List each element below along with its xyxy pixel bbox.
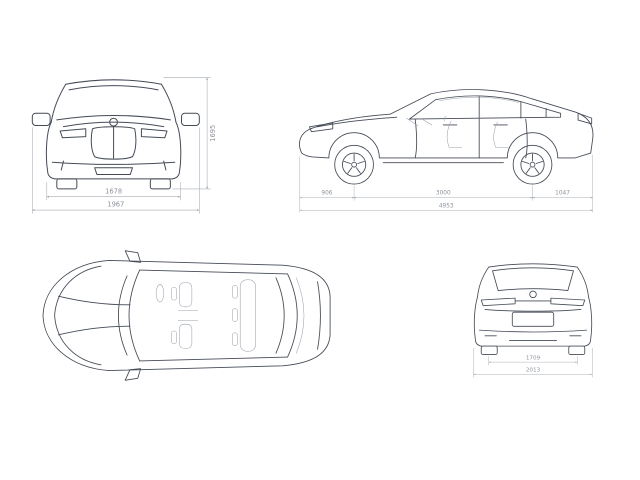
- front-windshield-base: [56, 114, 171, 121]
- front-door-line: [414, 118, 418, 159]
- front-view-drawing: 1678 1967 1695: [31, 77, 217, 214]
- taillight-right: [550, 297, 586, 307]
- front-hood-crease: [62, 121, 165, 128]
- rear-wheel-hub: [529, 161, 536, 168]
- top-body: [42, 259, 331, 372]
- rear-seat: [493, 121, 509, 148]
- roof-edges: [139, 269, 289, 362]
- mirror-right: [180, 112, 200, 126]
- cargo-line: [296, 277, 305, 354]
- rear-bumper-line: [478, 329, 588, 333]
- front-body-side-left: [45, 121, 56, 180]
- front-body-side-right: [172, 121, 182, 180]
- front-bumper-line: [51, 161, 176, 165]
- rear-roof: [488, 263, 578, 268]
- rear-bench: [239, 279, 256, 352]
- extension-lines: [473, 347, 593, 378]
- front-lower-intake: [94, 167, 134, 175]
- front-wheel-rim: [342, 152, 367, 177]
- top-interior-lines: [155, 277, 305, 354]
- side-taillight: [577, 112, 593, 125]
- windshield-arcs: [117, 269, 141, 362]
- driver-headrest: [171, 287, 177, 301]
- front-wheel-left: [56, 178, 78, 190]
- taillight-left: [480, 297, 516, 307]
- dim-label-rear-overall: 2013: [526, 368, 541, 374]
- dim-label-front-body-width: 1678: [105, 187, 122, 195]
- rear-wheel-spokes: [521, 153, 544, 174]
- steering-wheel: [155, 284, 165, 303]
- tailgate-arc: [317, 281, 321, 350]
- side-headlight: [309, 122, 334, 133]
- center-console: [178, 310, 198, 321]
- top-view-drawing: [42, 250, 331, 381]
- nose-inner-line: [54, 265, 102, 366]
- front-seat: [443, 115, 462, 148]
- side-glasshouse: [408, 95, 562, 120]
- headlight-left: [59, 128, 87, 139]
- front-wheel-tire: [334, 144, 374, 185]
- dim-label-overall-length: 4953: [439, 203, 454, 209]
- rear-wheel-tire: [512, 144, 553, 185]
- front-roof-inner: [68, 85, 159, 91]
- rear-window: [492, 267, 574, 292]
- rear-wheel-left: [480, 345, 498, 356]
- rear-window-arcs: [275, 273, 298, 358]
- side-body: [299, 89, 594, 159]
- top-car-outline: [42, 250, 331, 381]
- dim-label-front-overall-width: 1967: [107, 201, 124, 209]
- rear-pillars: [477, 266, 589, 298]
- side-car-outline: [299, 89, 594, 185]
- dim-label-front-overhang: 906: [321, 191, 332, 197]
- dim-label-wheelbase: 3000: [436, 191, 451, 197]
- extension-lines: [299, 154, 593, 213]
- front-corner-vents: [60, 160, 167, 171]
- rear-dimension-lines: 1709 2013: [473, 347, 593, 378]
- dim-label-height: 1695: [209, 125, 217, 142]
- hood-lines: [58, 295, 131, 336]
- brand-roundel: [109, 117, 118, 127]
- front-wheel-right: [149, 178, 171, 190]
- rear-view-drawing: 1709 2013: [473, 263, 593, 378]
- mirror-left: [31, 112, 51, 126]
- rear-car-outline: [473, 263, 593, 356]
- headlight-right: [140, 128, 168, 139]
- dim-label-rear-track: 1709: [526, 355, 541, 361]
- front-a-pillar-right: [160, 83, 177, 123]
- roof-inner-line: [439, 96, 520, 103]
- side-dimension-lines: 906 3000 1047 4953: [299, 154, 593, 213]
- front-car-outline: [31, 79, 200, 190]
- license-plate: [511, 311, 555, 327]
- rear-headrest-1: [232, 285, 238, 299]
- tailgate-cut: [484, 308, 582, 312]
- passenger-headrest: [171, 330, 177, 344]
- rear-headrest-3: [232, 332, 238, 346]
- rear-roundel: [529, 290, 537, 299]
- steering-dash: [406, 117, 432, 127]
- dim-label-rear-overhang: 1047: [555, 191, 570, 197]
- passenger-seatback: [179, 323, 193, 349]
- rear-wheel-rim: [520, 152, 545, 177]
- hood-crease: [316, 116, 398, 128]
- front-dimension-lines: 1678 1967 1695: [32, 77, 217, 214]
- top-mirrors: [124, 250, 142, 381]
- driver-seatback: [179, 282, 193, 308]
- rear-headrest-2: [232, 308, 238, 322]
- front-a-pillar-left: [50, 83, 67, 123]
- side-interior-lines: [406, 96, 520, 148]
- front-wheel-hub: [351, 161, 357, 168]
- side-view-drawing: 906 3000 1047 4953: [299, 89, 594, 213]
- front-roof: [65, 79, 162, 85]
- rear-wheel-right: [568, 345, 586, 356]
- front-wheel-spokes: [343, 153, 365, 174]
- rear-door-line: [525, 118, 528, 159]
- kidney-grille: [90, 126, 137, 160]
- rear-body-sides: [473, 296, 593, 347]
- extension-lines: [32, 77, 211, 214]
